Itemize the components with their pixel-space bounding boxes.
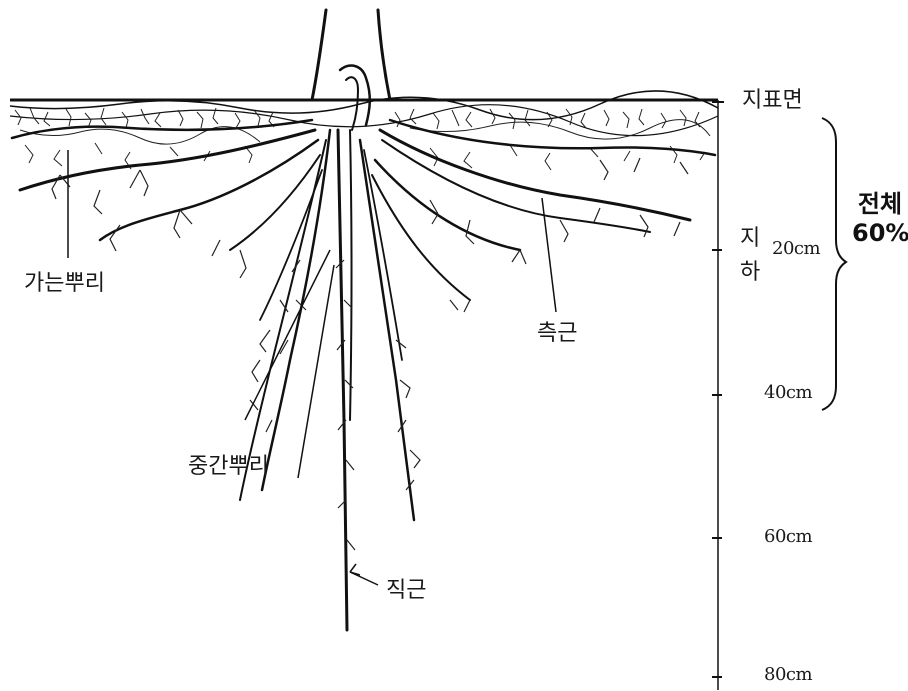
underground-label-2: 하: [740, 262, 760, 284]
middle-root-label: 중간뿌리: [188, 456, 269, 478]
label-leaders: [68, 150, 556, 585]
middle-root-leader-2: [245, 250, 330, 420]
depth-scale: [712, 100, 724, 690]
tap-root-label: 직근: [386, 580, 426, 602]
underground-label-1: 지: [740, 228, 760, 250]
soil-surface: [10, 91, 718, 136]
fine-root-label: 가는뿌리: [24, 273, 105, 295]
fine-rootlets: [52, 158, 688, 550]
surface-label: 지표면: [742, 90, 803, 112]
total-percentage: 전체 60%: [852, 190, 908, 248]
lateral-root-leader: [542, 198, 556, 312]
lateral-root-label: 측근: [537, 323, 577, 345]
depth-tick-20cm: 20cm: [772, 240, 820, 258]
depth-brace: [822, 118, 846, 410]
total-value: 60%: [852, 219, 908, 248]
total-label: 전체: [852, 190, 908, 219]
depth-tick-60cm: 60cm: [764, 528, 812, 546]
depth-tick-80cm: 80cm: [764, 666, 812, 684]
depth-tick-40cm: 40cm: [764, 384, 812, 402]
